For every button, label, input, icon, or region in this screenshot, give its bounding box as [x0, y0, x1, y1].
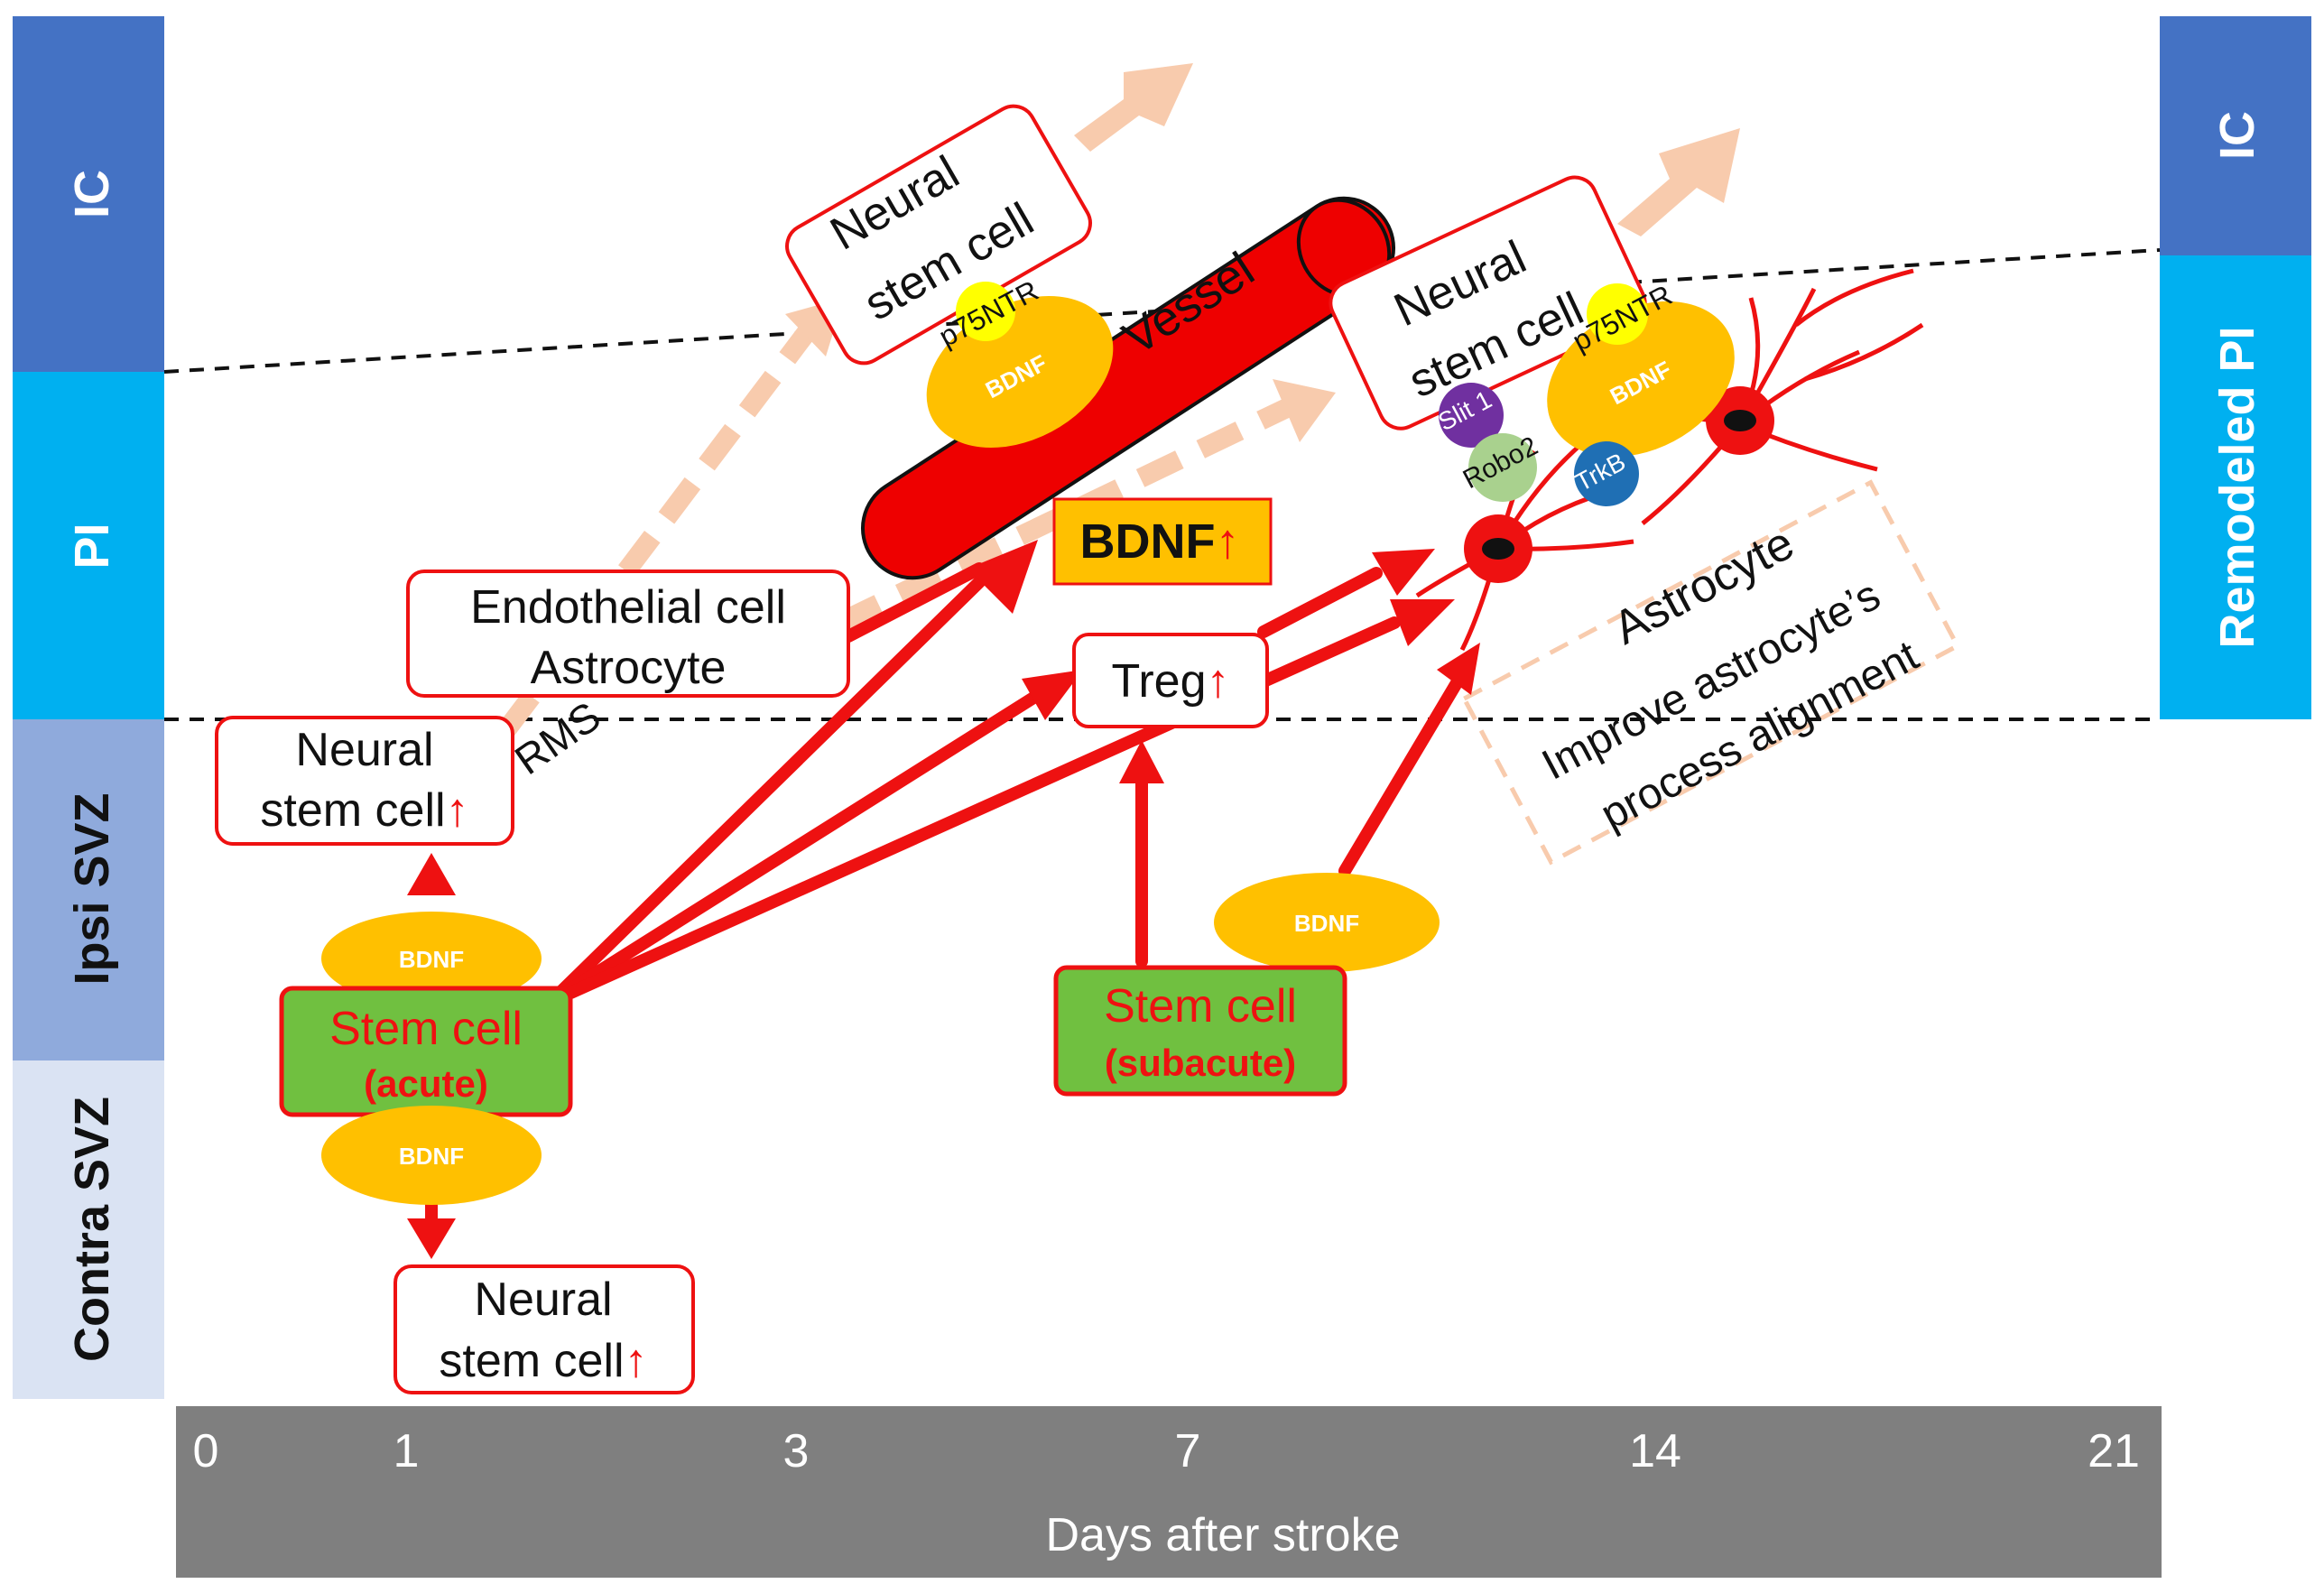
nsc-right-box — [1329, 175, 1647, 431]
tick-1: 1 — [394, 1425, 420, 1477]
improvement-box — [1460, 479, 1961, 866]
endothelial-line2: Astrocyte — [531, 642, 727, 694]
bdnf-oval-acute-top-label: BDNF — [399, 946, 464, 973]
treg-text: Treg↑ — [1112, 655, 1230, 708]
bdnf-up-text: BDNF↑ — [1080, 514, 1240, 569]
label-pi-left: PI — [65, 523, 119, 569]
endothelial-box — [406, 570, 850, 698]
label-ic-left: IC — [65, 170, 119, 218]
trkb-molecule — [1574, 441, 1639, 506]
nsc-ipsi-line2: stem cell↑ — [260, 784, 468, 837]
label-remodeled-pi: Remodeled PI — [2210, 326, 2264, 648]
treg-box — [1072, 633, 1269, 728]
nsc-ipsi-box — [215, 716, 514, 846]
bdnf-up-box — [1052, 497, 1273, 586]
outbound-arrow-top — [1074, 63, 1193, 152]
stem-cell-subacute-line2: (subacute) — [1105, 1042, 1296, 1084]
stem-cell-acute-line2: (acute) — [364, 1062, 488, 1105]
tick-7: 7 — [1175, 1425, 1201, 1477]
nsc-ipsi-line1: Neural — [295, 724, 433, 776]
timeline-label: Days after stroke — [1045, 1509, 1400, 1561]
migration-arrow-lower — [835, 397, 1295, 632]
bdnf-oval-acute-bottom-label: BDNF — [399, 1143, 464, 1170]
p75ntr-top — [956, 282, 1015, 341]
band-ipsi-svz — [13, 719, 164, 1060]
band-ic-right — [2160, 16, 2311, 255]
red-arrowheads — [407, 540, 1480, 1259]
bdnf-oval-right — [1547, 301, 1735, 458]
slit1-molecule — [1439, 383, 1504, 448]
outbound-arrow-right — [1617, 128, 1740, 236]
migration-arrowhead-lower — [1273, 379, 1336, 442]
band-pi-left — [13, 372, 164, 719]
vessel — [860, 196, 1396, 580]
stem-cell-acute-line1: Stem cell — [329, 1003, 523, 1055]
endothelial-line1: Endothelial cell — [470, 581, 786, 634]
tick-0: 0 — [193, 1425, 219, 1477]
label-ipsi-svz: Ipsi SVZ — [65, 792, 119, 985]
astrocyte-1-nucleus — [1482, 538, 1514, 560]
tick-3: 3 — [783, 1425, 810, 1477]
band-ic-left — [13, 16, 164, 372]
band-remodeled-pi — [2160, 255, 2311, 719]
label-ic-right: IC — [2210, 111, 2264, 160]
timeline-bar — [176, 1406, 2162, 1578]
stem-cell-subacute-box — [1053, 965, 1347, 1097]
bdnf-oval-acute-top — [321, 912, 542, 1005]
bdnf-oval-acute-bottom — [321, 1106, 542, 1205]
robo2-molecule — [1468, 433, 1537, 502]
nsc-contra-line2: stem cell↑ — [439, 1335, 647, 1387]
bdnf-oval-subacute — [1214, 873, 1440, 972]
stem-cell-subacute-line1: Stem cell — [1104, 980, 1297, 1033]
nsc-contra-box — [394, 1264, 695, 1394]
label-contra-svz: Contra SVZ — [65, 1097, 119, 1362]
band-contra-svz — [13, 1060, 164, 1399]
nsc-contra-line1: Neural — [474, 1273, 612, 1326]
bdnf-oval-subacute-label: BDNF — [1294, 910, 1359, 937]
tick-14: 14 — [1629, 1425, 1681, 1477]
tick-21: 21 — [2088, 1425, 2140, 1477]
p75ntr-right — [1587, 283, 1648, 345]
astrocyte-2-nucleus — [1724, 410, 1756, 431]
